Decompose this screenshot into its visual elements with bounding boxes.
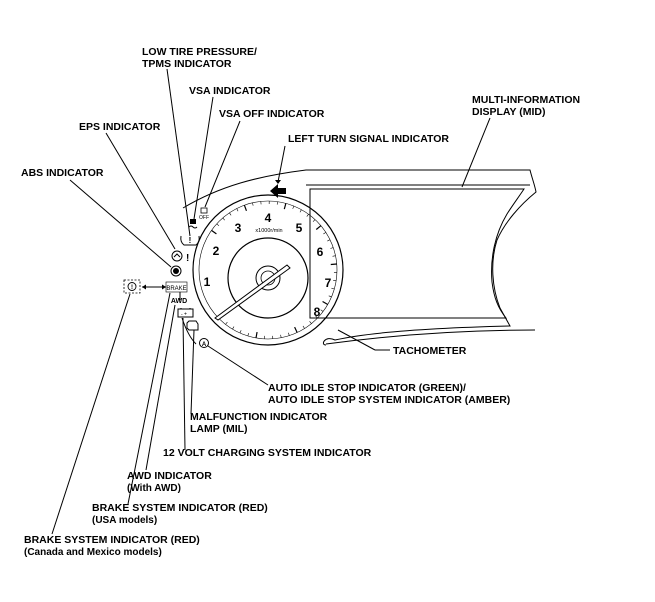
tachometer: 1 2 3 4 5 6 7 8 x1000r/min bbox=[192, 194, 344, 346]
label-brake-usa-2: (USA models) bbox=[92, 515, 157, 526]
svg-text:BRAKE: BRAKE bbox=[166, 286, 186, 292]
tach-tick bbox=[330, 263, 337, 266]
svg-text:!: ! bbox=[189, 236, 192, 245]
tach-tick bbox=[243, 204, 248, 212]
tach-tick bbox=[229, 212, 232, 216]
svg-text:AWD: AWD bbox=[171, 298, 187, 305]
vsa-off-icon: OFF bbox=[199, 207, 209, 221]
tach-num-5: 5 bbox=[296, 221, 303, 235]
auto-idle-stop-icon: A bbox=[199, 338, 209, 348]
svg-text:!: ! bbox=[186, 253, 189, 264]
tpms-icon: ! bbox=[180, 235, 200, 246]
tach-tick bbox=[302, 325, 305, 329]
tach-num-8: 8 bbox=[314, 305, 321, 319]
tach-num-6: 6 bbox=[317, 245, 324, 259]
tach-tick bbox=[299, 209, 302, 213]
tach-num-4: 4 bbox=[265, 211, 272, 225]
label-eps: EPS INDICATOR bbox=[79, 121, 161, 133]
tach-tick bbox=[225, 321, 228, 325]
label-mil-2: LAMP (MIL) bbox=[190, 423, 248, 435]
label-mil-1: MALFUNCTION INDICATOR bbox=[190, 411, 328, 423]
tach-tick bbox=[328, 295, 332, 298]
label-brake-canada-2: (Canada and Mexico models) bbox=[24, 547, 162, 558]
tach-tick bbox=[327, 239, 331, 242]
tach-tick bbox=[322, 300, 329, 306]
tach-tick bbox=[280, 334, 282, 338]
tach-tick bbox=[320, 309, 324, 312]
tachometer-ticks bbox=[211, 201, 337, 339]
battery-icon: - + bbox=[177, 308, 194, 318]
label-low-tire-2: TPMS INDICATOR bbox=[142, 58, 232, 70]
label-charging: 12 VOLT CHARGING SYSTEM INDICATOR bbox=[163, 447, 372, 459]
label-auto-idle-2: AUTO IDLE STOP SYSTEM INDICATOR (AMBER) bbox=[268, 394, 510, 406]
tach-num-2: 2 bbox=[213, 244, 220, 258]
tach-tick bbox=[309, 321, 312, 324]
vsa-icon bbox=[188, 219, 198, 229]
tach-tick bbox=[252, 202, 254, 206]
leader-lines bbox=[51, 68, 491, 535]
label-awd-1: AWD INDICATOR bbox=[127, 470, 212, 482]
eps-icon: ! bbox=[171, 250, 189, 264]
tachometer-needle bbox=[214, 264, 291, 321]
brake-canada-icon: ! bbox=[123, 279, 141, 294]
tach-num-1: 1 bbox=[204, 275, 211, 289]
tach-tick bbox=[294, 326, 298, 333]
check-engine-icon bbox=[186, 320, 199, 331]
label-brake-usa-1: BRAKE SYSTEM INDICATOR (RED) bbox=[92, 502, 268, 514]
label-brake-canada-1: BRAKE SYSTEM INDICATOR (RED) bbox=[24, 534, 200, 546]
tach-tick bbox=[236, 208, 239, 212]
tach-tick bbox=[255, 331, 258, 339]
tach-tick bbox=[232, 326, 235, 330]
tach-num-3: 3 bbox=[235, 221, 242, 235]
label-low-tire-1: LOW TIRE PRESSURE/ bbox=[142, 46, 257, 58]
svg-text:- +: - + bbox=[181, 312, 187, 318]
awd-icon: AWD bbox=[171, 298, 187, 305]
tach-tick bbox=[239, 330, 242, 334]
label-auto-idle-1: AUTO IDLE STOP INDICATOR (GREEN)/ bbox=[268, 382, 466, 394]
tach-unit: x1000r/min bbox=[255, 228, 282, 234]
tach-tick bbox=[332, 255, 336, 257]
tach-tick bbox=[222, 217, 225, 221]
abs-icon bbox=[170, 265, 182, 277]
label-mid-2: DISPLAY (MID) bbox=[472, 106, 546, 118]
svg-text:A: A bbox=[202, 342, 207, 348]
tach-tick bbox=[315, 225, 322, 230]
tach-tick bbox=[292, 205, 295, 209]
tach-tick bbox=[247, 333, 249, 337]
tach-num-7: 7 bbox=[325, 276, 332, 290]
svg-text:!: ! bbox=[131, 285, 133, 291]
label-mid-1: MULTI-INFORMATION bbox=[472, 94, 580, 106]
label-left-turn: LEFT TURN SIGNAL INDICATOR bbox=[288, 133, 449, 145]
tach-tick bbox=[211, 229, 217, 235]
label-awd-2: (With AWD) bbox=[127, 483, 181, 494]
left-turn-signal-icon bbox=[270, 184, 286, 198]
tach-tick bbox=[330, 247, 334, 249]
tach-tick bbox=[312, 219, 316, 222]
tach-tick bbox=[323, 232, 327, 235]
tach-tick bbox=[331, 287, 335, 290]
tach-tick bbox=[216, 223, 220, 227]
tach-tick bbox=[288, 332, 290, 336]
label-vsa-off: VSA OFF INDICATOR bbox=[219, 108, 325, 120]
tach-tick bbox=[306, 214, 309, 217]
label-vsa: VSA INDICATOR bbox=[189, 85, 271, 97]
svg-text:OFF: OFF bbox=[199, 215, 209, 221]
tach-tick bbox=[283, 203, 287, 210]
label-abs: ABS INDICATOR bbox=[21, 167, 104, 179]
multi-information-display bbox=[306, 184, 530, 319]
brake-usa-icon: BRAKE bbox=[165, 281, 188, 293]
tach-tick bbox=[315, 315, 318, 319]
label-tachometer: TACHOMETER bbox=[393, 345, 467, 357]
